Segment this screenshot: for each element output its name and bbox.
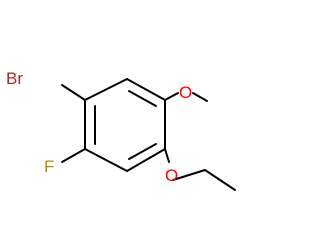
c-o-ethoxy-bond — [164, 148, 170, 163]
c-br-bond — [61, 84, 86, 101]
structure-diagram: Br F O O — [6, 69, 236, 191]
ring-bond — [84, 78, 128, 101]
ring-double-bond — [128, 143, 157, 160]
bromine-label: Br — [6, 69, 23, 88]
o-ch2-bond — [172, 169, 206, 181]
ring-bond — [126, 78, 166, 101]
fluorine-label: F — [44, 157, 54, 176]
molecule-drawing: Br F O O — [6, 69, 236, 191]
ring-bond — [126, 148, 166, 172]
ring-bond — [84, 148, 128, 172]
c-f-bond — [61, 148, 86, 163]
o-ch3-bond — [192, 92, 208, 102]
ethoxy-oxygen-label: O — [165, 166, 178, 185]
ring-double-bond — [128, 90, 157, 107]
ch2-ch3-bond — [204, 169, 236, 191]
c-o-methoxy-bond — [164, 92, 179, 101]
methoxy-oxygen-label: O — [179, 83, 192, 102]
